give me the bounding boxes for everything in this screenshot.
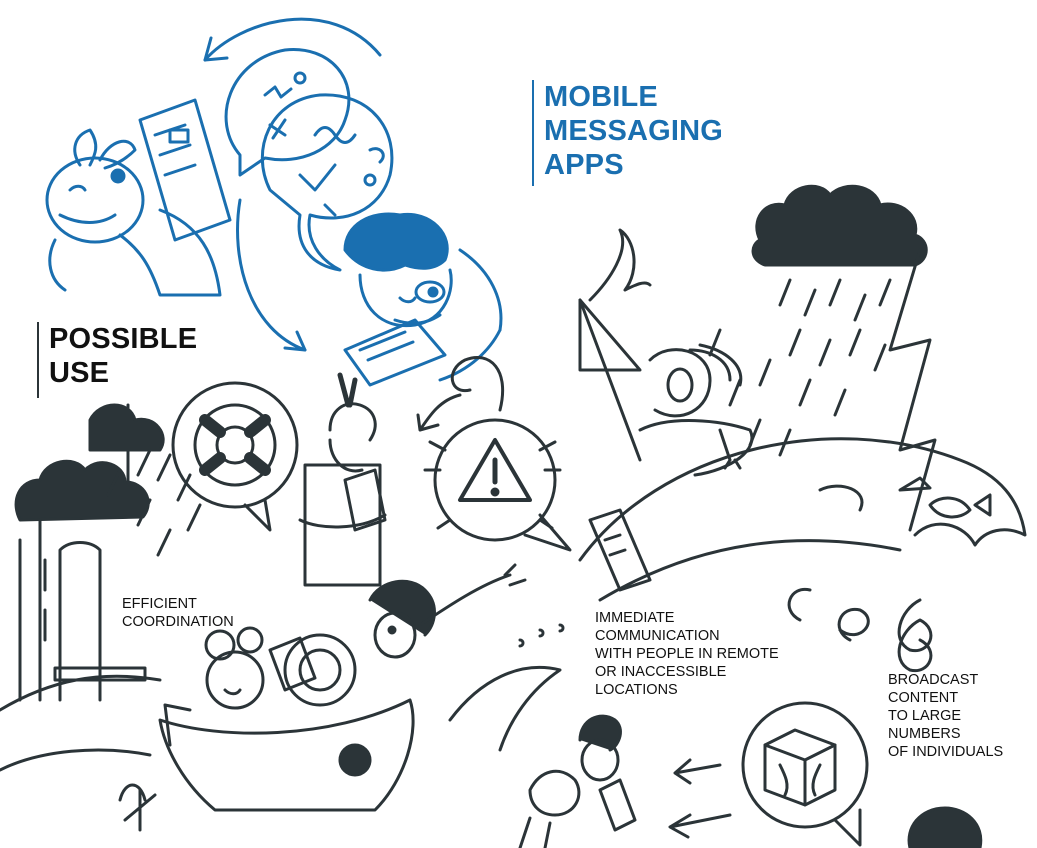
possible-use-title: POSSIBLE USE xyxy=(49,323,198,389)
crisis-scene-illustration xyxy=(0,184,1027,848)
heading-divider xyxy=(37,322,39,398)
mobile-messaging-heading: MOBILE MESSAGING APPS xyxy=(532,80,724,186)
caption-broadcast-content: BROADCAST CONTENT TO LARGE NUMBERS OF IN… xyxy=(888,672,1004,760)
mobile-messaging-title: MOBILE MESSAGING APPS xyxy=(544,81,724,181)
possible-use-heading: POSSIBLE USE xyxy=(37,322,198,398)
heading-divider xyxy=(532,80,534,186)
caption-efficient-coordination: EFFICIENT COORDINATION xyxy=(122,596,234,630)
caption-immediate-communication: IMMEDIATE COMMUNICATION WITH PEOPLE IN R… xyxy=(595,610,779,698)
